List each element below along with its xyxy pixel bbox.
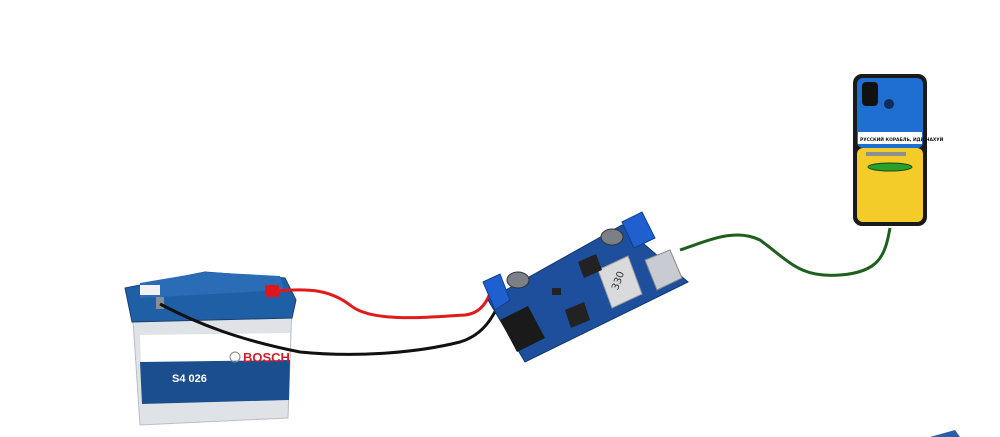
positive-wire: [275, 287, 494, 320]
usb-cable: [679, 227, 892, 277]
battery-sticker: [140, 285, 160, 295]
battery-brand: BOSCH: [243, 350, 290, 365]
battery-model: S4 026: [172, 373, 207, 385]
negative-wire: [159, 302, 499, 356]
mosfet-top: [578, 254, 602, 278]
bosch-logo-icon: [229, 351, 241, 363]
partial-blue-object: [930, 430, 960, 437]
case-slogan: РУССКИЙ КОРАБЛЬ, ИДИ НАХУЙ: [860, 135, 944, 143]
battery-negative-terminal: [156, 297, 164, 309]
fingerprint-sensor: [884, 99, 894, 109]
case-bottom-yellow: [857, 148, 923, 222]
inductor: [597, 255, 643, 309]
warship: [866, 152, 906, 156]
slogan-bubble: [858, 132, 922, 144]
buck-converter-board: 330: [482, 211, 689, 363]
output-terminal-block: [621, 211, 656, 249]
battery-lid-top: [140, 272, 284, 298]
battery-label-blue: [140, 360, 290, 404]
dc-jack: [500, 306, 545, 352]
camera-module: [862, 82, 878, 106]
controller-chip: [552, 288, 561, 295]
car-battery: BOSCH S4 026: [124, 271, 297, 426]
capacitor-input: [506, 271, 530, 289]
battery-positive-terminal: [265, 285, 279, 297]
input-terminal-block: [482, 273, 511, 311]
usb-port: [644, 249, 683, 291]
island: [867, 162, 913, 172]
smartphone: РУССКИЙ КОРАБЛЬ, ИДИ НАХУЙ: [853, 74, 944, 226]
capacitor-output: [600, 228, 624, 246]
mosfet-bottom: [565, 302, 590, 328]
